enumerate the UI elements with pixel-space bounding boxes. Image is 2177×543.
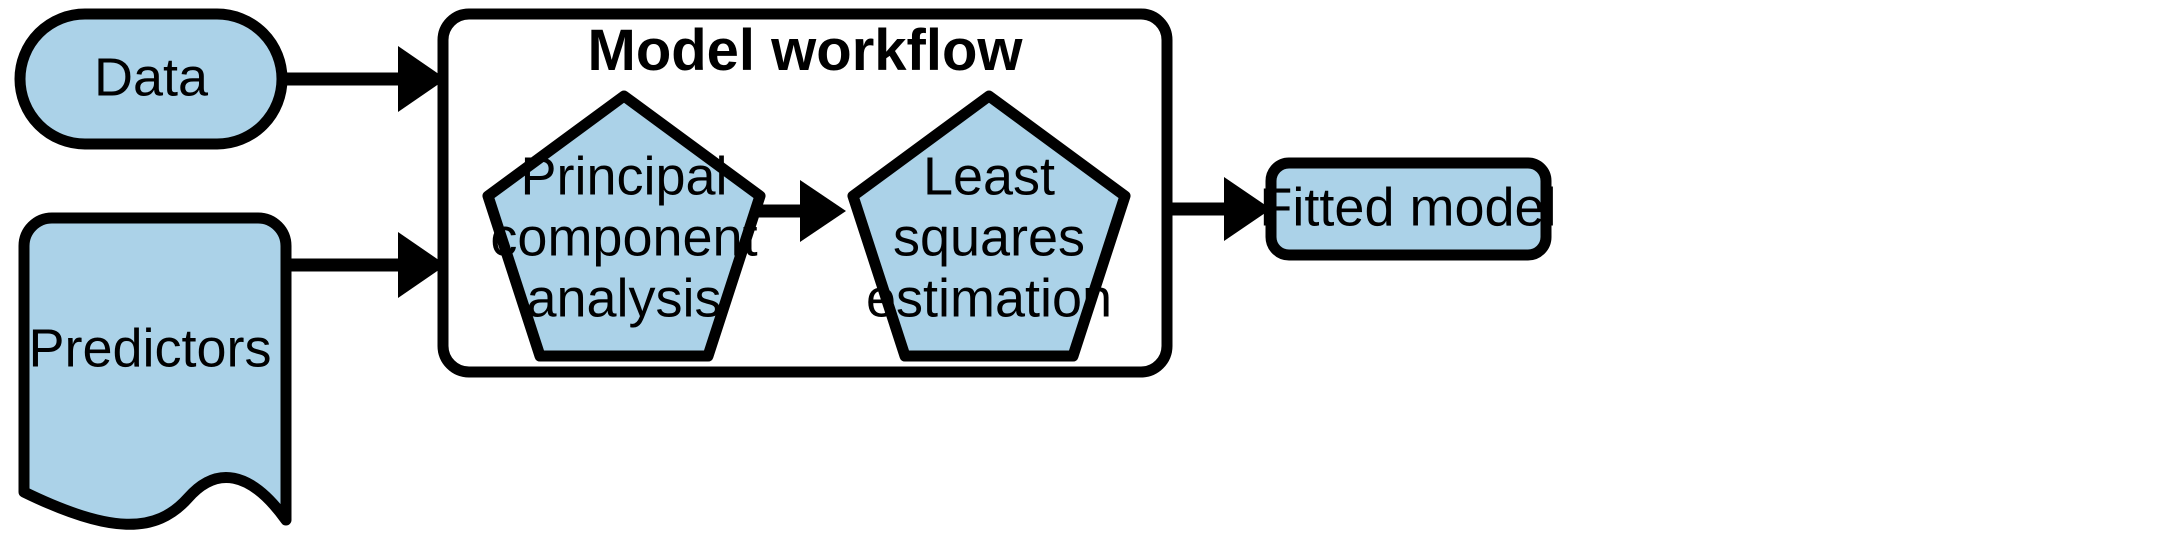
node-predictors[interactable]: Predictors [18, 212, 292, 530]
arrow-pca-to-least-squares [752, 180, 846, 242]
node-data-label: Data [94, 47, 209, 107]
arrow-data-to-workflow-head [398, 46, 446, 112]
step-pca-label-line-1: Principal [520, 146, 727, 206]
step-pca-label-line-2: component [490, 207, 757, 267]
arrow-data-to-workflow [282, 46, 446, 112]
step-least-squares-label-line-3: estimation [866, 268, 1112, 328]
step-pca-label-line-3: analysis [526, 268, 721, 328]
node-predictors-shape [18, 212, 292, 530]
arrow-pca-to-least-squares-head [800, 180, 846, 242]
node-fitted-model[interactable]: Fitted model [1259, 157, 1557, 261]
node-data[interactable]: Data [14, 8, 288, 150]
node-predictors-label: Predictors [28, 318, 271, 378]
step-least-squares[interactable]: Least squares estimation [847, 90, 1131, 362]
arrow-workflow-to-fitted-model-head [1224, 177, 1271, 241]
arrow-workflow-to-fitted-model [1167, 177, 1271, 241]
step-least-squares-shape [847, 90, 1131, 362]
model-workflow-title: Model workflow [588, 18, 1024, 83]
step-least-squares-label-line-2: squares [893, 207, 1085, 267]
step-least-squares-label-line-1: Least [923, 146, 1055, 206]
node-fitted-model-label: Fitted model [1259, 177, 1556, 237]
arrow-predictors-to-workflow-head [398, 232, 446, 298]
step-pca[interactable]: Principal component analysis [482, 90, 766, 362]
arrow-predictors-to-workflow [286, 232, 446, 298]
step-pca-shape [482, 90, 766, 362]
